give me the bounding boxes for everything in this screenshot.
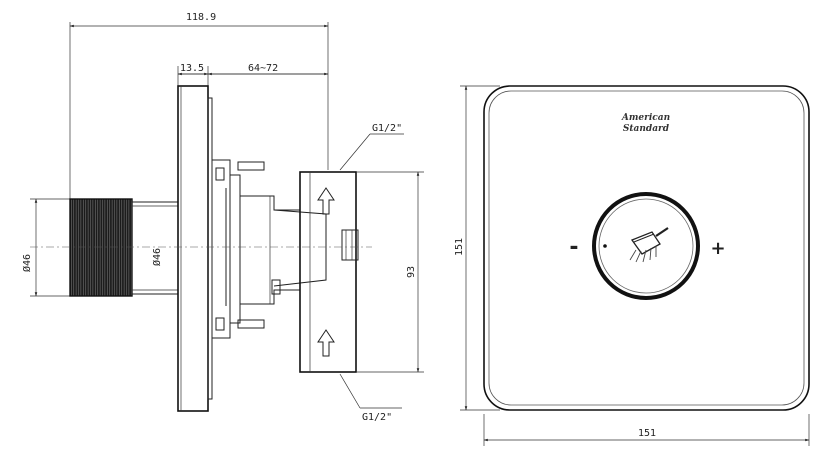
control-knob[interactable] xyxy=(592,192,700,300)
brand-logo-line2: Standard xyxy=(623,124,670,134)
thread-callout-top: G1/2" xyxy=(339,123,404,171)
plate-height-label: 151 xyxy=(454,238,465,256)
valve-body xyxy=(299,171,359,373)
thread-callout-bottom: G1/2" xyxy=(339,373,402,423)
dimension-body-height: 93 xyxy=(356,171,424,373)
flange-plate xyxy=(177,85,213,412)
flow-arrow-up-icon xyxy=(317,329,335,357)
shaft: Ø46 xyxy=(131,201,179,295)
plate-width-label: 151 xyxy=(638,428,656,439)
body-height-label: 93 xyxy=(406,266,417,278)
indicator-dot xyxy=(603,244,607,248)
minus-symbol: - xyxy=(569,235,578,260)
dimension-flange-and-range: 13.5 64~72 xyxy=(177,63,329,88)
thread-top-label: G1/2" xyxy=(372,123,402,134)
brand-logo-line1: American xyxy=(621,113,670,123)
dimension-plate-height: 151 xyxy=(454,85,500,411)
thread-bottom-label: G1/2" xyxy=(362,412,392,423)
dimension-knob-diameter: Ø46 xyxy=(21,198,70,297)
flow-arrow-up-icon xyxy=(317,187,335,215)
side-view: 118.9 13.5 64~72 Ø46 Ø46 xyxy=(21,12,424,423)
mounting-bracket xyxy=(211,159,265,339)
overall-length-label: 118.9 xyxy=(186,12,216,23)
knob-diameter-label: Ø46 xyxy=(21,254,33,272)
plus-symbol: + xyxy=(710,238,725,259)
shower-icon xyxy=(629,227,669,263)
dimension-plate-width: 151 xyxy=(483,414,810,446)
front-view: 151 151 American Standard xyxy=(454,85,810,446)
faceplate-bevel xyxy=(488,90,805,406)
knurled-knob xyxy=(69,198,133,297)
flange-thickness-label: 13.5 xyxy=(180,63,204,74)
dimension-overall-length: 118.9 xyxy=(69,12,329,200)
adjust-range-label: 64~72 xyxy=(248,63,278,74)
cartridge-body xyxy=(239,195,327,305)
shaft-diameter-label: Ø46 xyxy=(151,248,163,266)
